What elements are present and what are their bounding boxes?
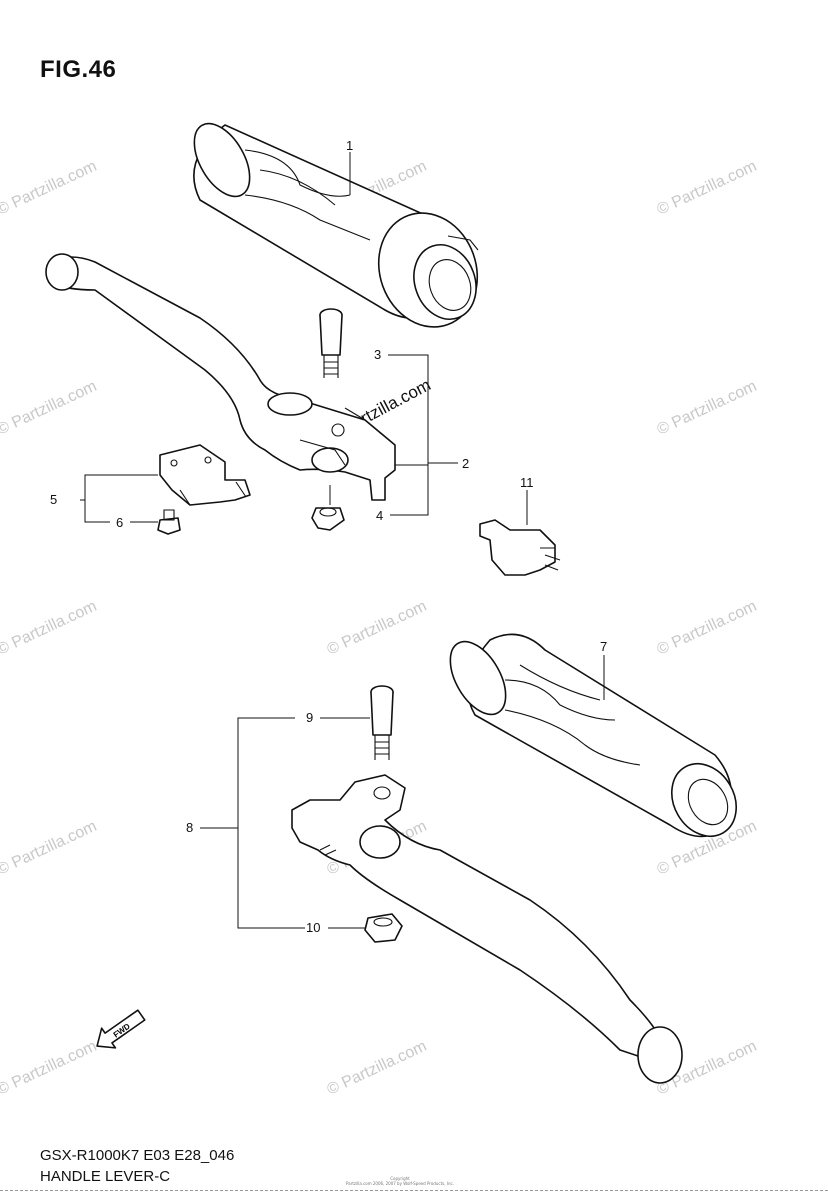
section-name: HANDLE LEVER-C [40,1168,171,1185]
ref-label-10: 10 [306,920,320,935]
part-10-nut [364,913,403,943]
watermark: © Partzilla.com [655,158,760,219]
copyright-line-1: Copyright [390,1176,410,1181]
watermark: © Partzilla.com [0,1038,99,1099]
watermark: © Partzilla.com [0,818,99,879]
part-8-clutch-lever [291,774,683,1084]
front-direction-arrow-icon: FWD [96,1009,146,1049]
watermark: © Partzilla.com [0,598,99,659]
ref-label-3: 3 [374,347,381,362]
ref-label-11: 11 [520,475,534,490]
model-code: GSX-R1000K7 E03 E28_046 [40,1147,235,1164]
watermark: © Partzilla.com [0,378,99,439]
part-11-switch [479,519,561,576]
part-1-throttle-grip [193,122,479,328]
copyright-line-2: Partzilla.com 2006, 2007 by Wolf-Speed P… [346,1181,454,1186]
ref-label-9: 9 [306,710,313,725]
leader-lines [80,152,605,929]
part-4-nut [311,507,345,531]
ref-label-7: 7 [600,639,607,654]
ref-label-1: 1 [346,138,353,153]
part-3-pivot-bolt [319,308,343,378]
part-6-screw [157,509,181,535]
watermark: © Partzilla.com [325,1038,430,1099]
ref-label-5: 5 [50,492,57,507]
ref-label-4: 4 [376,508,383,523]
part-9-pivot-bolt [370,685,394,760]
ref-label-8: 8 [186,820,193,835]
watermark: © Partzilla.com [655,378,760,439]
watermark: © Partzilla.com [325,598,430,659]
reference-labels: 1 2 3 4 5 6 7 8 9 10 11 [50,138,607,935]
part-2-brake-lever [45,253,396,501]
watermark: © Partzilla.com [655,598,760,659]
page-divider [0,1190,828,1191]
part-7-grip [449,633,737,838]
ref-label-2: 2 [462,456,469,471]
part-5-brake-switch [159,444,251,506]
figure-title: FIG.46 [40,56,117,83]
watermark: © Partzilla.com [0,158,99,219]
ref-label-6: 6 [116,515,123,530]
